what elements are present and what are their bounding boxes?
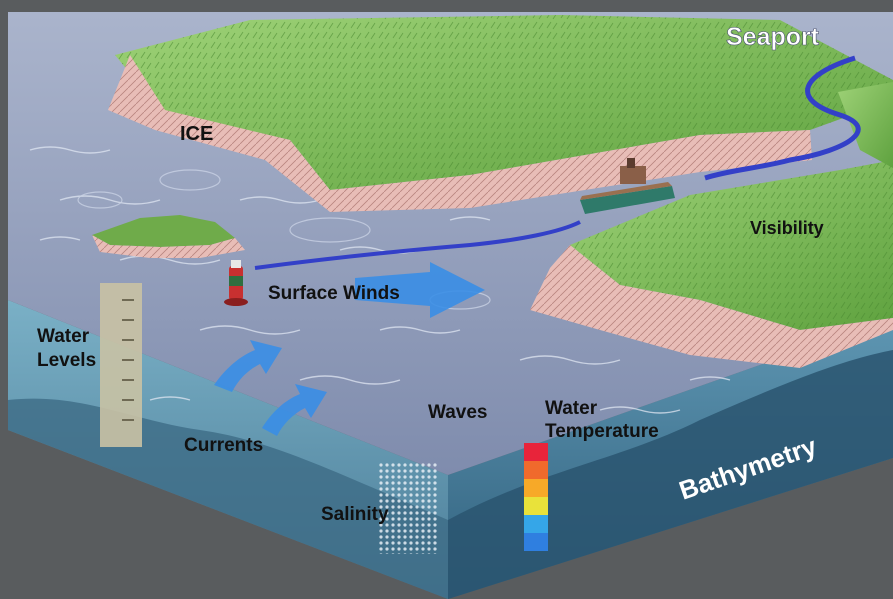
river-channel-line (704, 55, 861, 181)
label-seaport: Seaport (726, 23, 820, 51)
right-cliff (530, 245, 893, 368)
upper-land-texture (115, 15, 893, 190)
small-island (92, 215, 235, 247)
small-island-cliff (92, 235, 245, 258)
label-surface-winds: Surface Winds (268, 283, 400, 304)
seafloor-left (8, 398, 448, 599)
right-upper-land (838, 82, 893, 168)
label-water-levels-2: Levels (37, 350, 96, 371)
temperature-scale-icon (524, 443, 548, 551)
label-water-temperature-2: Temperature (545, 421, 659, 442)
wind-arrow-icon (355, 262, 485, 318)
label-salinity: Salinity (321, 504, 389, 525)
ship-icon (580, 158, 675, 214)
buoy-icon (224, 260, 248, 306)
current-arrow-icon (214, 340, 327, 436)
shipping-channel-line (254, 220, 581, 270)
label-waves: Waves (428, 402, 488, 423)
label-currents: Currents (184, 435, 263, 456)
right-land-texture (570, 160, 893, 330)
salinity-dots-icon (377, 462, 439, 554)
label-visibility: Visibility (750, 218, 824, 238)
label-ice: ICE (180, 123, 213, 145)
seafloor-right (448, 350, 893, 599)
tide-gauge-icon (100, 283, 142, 447)
label-water-temperature-1: Water (545, 398, 598, 419)
label-water-levels-1: Water (37, 326, 90, 347)
